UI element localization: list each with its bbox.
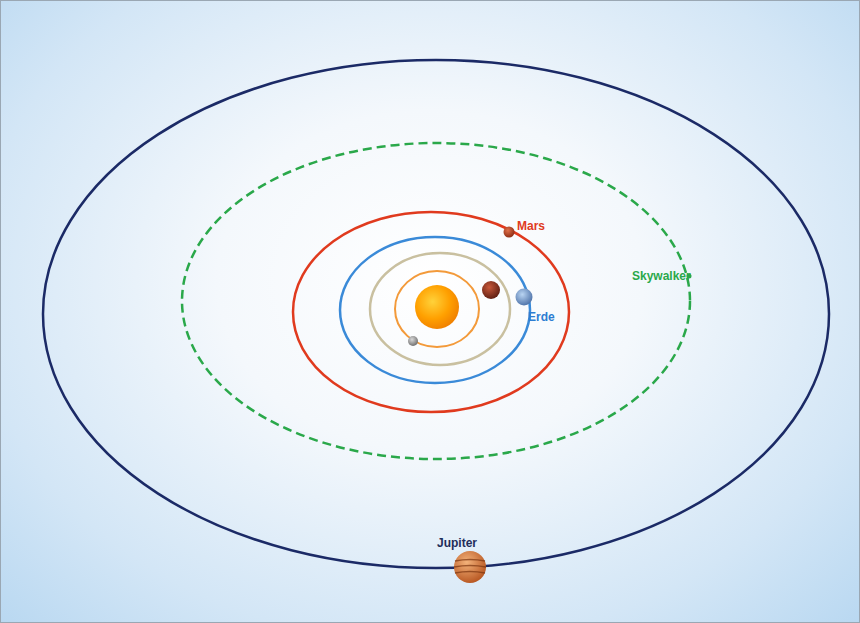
jupiter-orbit (43, 60, 829, 568)
venus-orbit (370, 253, 510, 365)
earth-planet (516, 289, 533, 306)
planet-label: Jupiter (437, 537, 477, 550)
mercury-planet (408, 336, 418, 346)
probe-label: Skywalker (632, 270, 691, 283)
sun (415, 285, 459, 329)
earth-orbit (340, 237, 530, 383)
skywalker-orbit (182, 143, 690, 459)
jupiter-bands (454, 560, 486, 574)
jupiter-planet (454, 551, 486, 583)
venus-planet (482, 281, 500, 299)
mars-orbit (293, 212, 569, 412)
planet-label: Erde (528, 311, 555, 324)
mercury-orbit (395, 271, 479, 347)
mars-planet (504, 227, 515, 238)
planet-label: Mars (517, 220, 545, 233)
